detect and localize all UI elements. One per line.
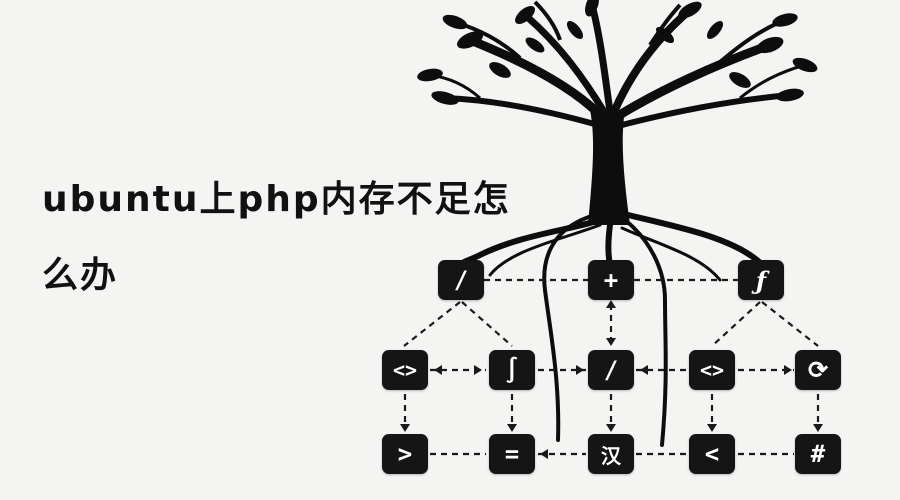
node-code-left: <>: [382, 350, 428, 390]
node-glyph: 汉: [588, 434, 634, 474]
node-slash-top: /: [438, 260, 484, 300]
node-slash-middle: /: [588, 350, 634, 390]
node-refresh: ⟳: [795, 350, 841, 390]
node-integral: ∫: [489, 350, 535, 390]
node-function-top: ƒ: [738, 260, 784, 300]
node-greater-than: >: [382, 434, 428, 474]
page-title: ubuntu上php内存不足怎 么办: [42, 162, 522, 314]
node-less-than: <: [689, 434, 735, 474]
title-line-1: ubuntu上php内存不足怎: [42, 179, 511, 220]
node-plus-top: +: [588, 260, 634, 300]
node-code-right: <>: [689, 350, 735, 390]
title-line-2: 么办: [42, 255, 119, 296]
node-equals: =: [489, 434, 535, 474]
connector-lines: [403, 278, 820, 456]
node-hash: #: [795, 434, 841, 474]
tree-canopy: [417, 0, 818, 225]
